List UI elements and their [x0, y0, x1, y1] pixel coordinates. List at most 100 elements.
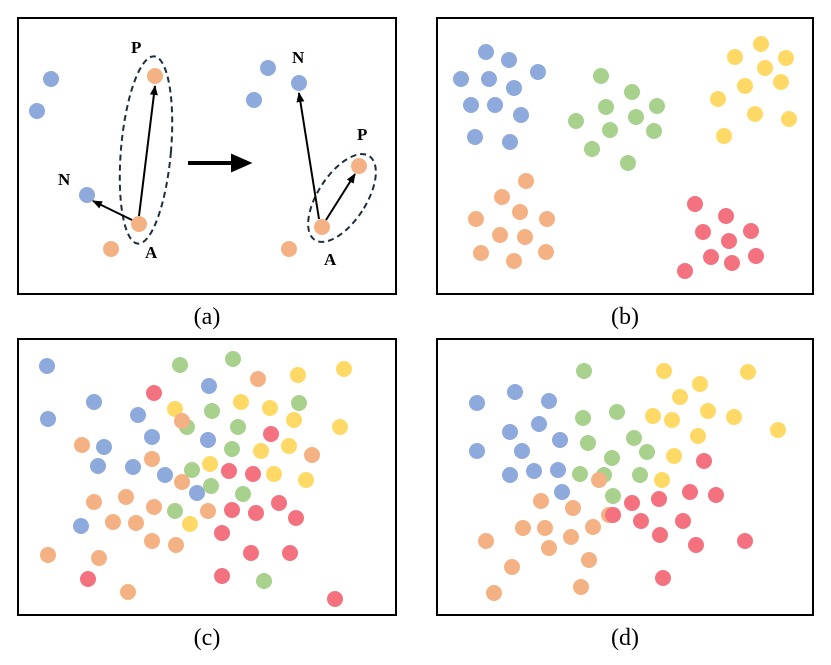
yellow-point	[664, 412, 680, 428]
red-point	[743, 223, 759, 239]
orange-point	[174, 413, 190, 429]
anchor-point-a	[314, 219, 330, 235]
red-point	[748, 248, 764, 264]
yellow-point	[182, 516, 198, 532]
green-point	[204, 403, 220, 419]
green-point	[593, 68, 609, 84]
yellow-point	[266, 466, 282, 482]
positive-point-p	[147, 68, 163, 84]
negative-point-n	[291, 75, 307, 91]
orange-point	[517, 229, 533, 245]
yellow-point	[654, 472, 670, 488]
green-point	[291, 395, 307, 411]
panel-d-points	[469, 363, 786, 601]
red-point	[288, 510, 304, 526]
blue-point	[502, 424, 518, 440]
red-point	[243, 545, 259, 561]
yellow-point	[281, 438, 297, 454]
green-point	[609, 404, 625, 420]
orange-point	[478, 533, 494, 549]
orange-point	[168, 537, 184, 553]
panel-b-frame	[436, 17, 814, 295]
green-point	[598, 99, 614, 115]
blue-point	[157, 467, 173, 483]
blue-point	[96, 439, 112, 455]
red-point	[688, 537, 704, 553]
red-point	[282, 545, 298, 561]
blue-point	[502, 134, 518, 150]
red-point	[703, 249, 719, 265]
yellow-point	[690, 428, 706, 444]
blue-point	[40, 411, 56, 427]
red-point	[708, 487, 724, 503]
blue-point	[463, 97, 479, 113]
orange-point	[565, 500, 581, 516]
orange-point	[512, 204, 528, 220]
orange-point	[281, 241, 297, 257]
yellow-point	[656, 363, 672, 379]
blue-point	[478, 44, 494, 60]
green-point	[584, 141, 600, 157]
green-point	[605, 488, 621, 504]
green-point	[604, 450, 620, 466]
yellow-point	[716, 128, 732, 144]
red-point	[675, 513, 691, 529]
blue-point	[552, 432, 568, 448]
yellow-point	[770, 422, 786, 438]
orange-point	[105, 514, 121, 530]
orange-point	[585, 519, 601, 535]
red-point	[633, 513, 649, 529]
panel-c-points	[39, 351, 352, 607]
blue-point	[144, 429, 160, 445]
yellow-point	[672, 389, 688, 405]
blue-point	[125, 459, 141, 475]
yellow-point	[336, 361, 352, 377]
green-point	[602, 122, 618, 138]
orange-point	[118, 489, 134, 505]
red-point	[327, 591, 343, 607]
yellow-point	[286, 412, 302, 428]
orange-point	[573, 579, 589, 595]
negative-point-n	[79, 187, 95, 203]
red-point	[655, 570, 671, 586]
panel-a: P N A N P A	[17, 17, 397, 295]
yellow-point	[778, 50, 794, 66]
panel-d	[436, 338, 814, 616]
arrow-anchor-to-negative	[92, 200, 133, 221]
red-point	[245, 466, 261, 482]
yellow-point	[645, 408, 661, 424]
red-point	[652, 527, 668, 543]
yellow-point	[332, 419, 348, 435]
red-point	[687, 196, 703, 212]
green-point	[624, 84, 640, 100]
yellow-point	[233, 394, 249, 410]
orange-point	[581, 552, 597, 568]
label-n: N	[58, 170, 71, 189]
green-point	[575, 410, 591, 426]
green-point	[203, 478, 219, 494]
blue-point	[90, 458, 106, 474]
green-point	[230, 419, 246, 435]
blue-point	[550, 462, 566, 478]
blue-point	[531, 416, 547, 432]
blue-point	[469, 395, 485, 411]
blue-point	[39, 358, 55, 374]
blue-point	[189, 485, 205, 501]
blue-point	[514, 443, 530, 459]
red-point	[695, 224, 711, 240]
orange-point	[533, 493, 549, 509]
blue-point	[513, 107, 529, 123]
yellow-point	[727, 49, 743, 65]
arrow-anchor-to-positive	[325, 173, 356, 221]
green-point	[580, 435, 596, 451]
yellow-point	[253, 443, 269, 459]
red-point	[718, 208, 734, 224]
green-point	[639, 444, 655, 460]
panel-d-frame	[436, 338, 814, 616]
negative-point	[29, 103, 45, 119]
yellow-point	[710, 91, 726, 107]
yellow-point	[726, 409, 742, 425]
green-point	[632, 467, 648, 483]
orange-point	[591, 472, 607, 488]
negative-point	[246, 92, 262, 108]
